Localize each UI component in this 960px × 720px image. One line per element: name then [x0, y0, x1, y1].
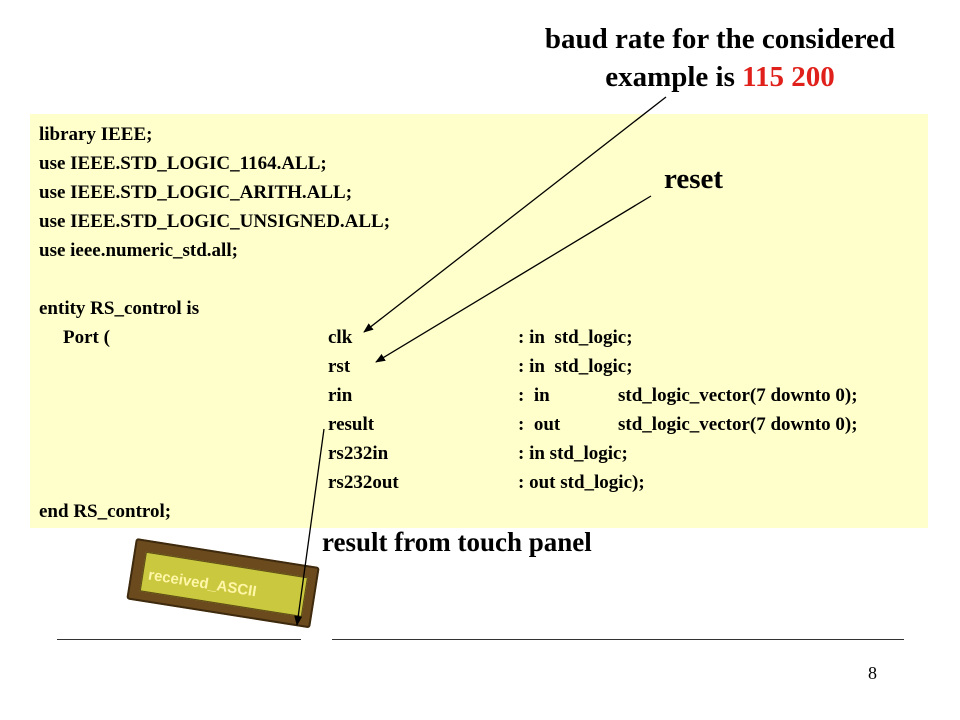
- baud-rate-arrow: [363, 96, 667, 333]
- port-mode: : in std_logic;: [518, 356, 633, 377]
- baud-rate-value: 115 200: [742, 61, 835, 93]
- reset-label: reset: [664, 163, 724, 195]
- code-line: use IEEE.STD_LOGIC_ARITH.ALL;: [39, 182, 353, 203]
- port-mode: : in std_logic;: [518, 443, 628, 464]
- slide-title: baud rate for the considered example is …: [500, 20, 940, 96]
- page-number: 8: [868, 663, 877, 683]
- title-line-2: example is 115 200: [500, 58, 940, 96]
- port-mode: : out: [518, 414, 561, 435]
- footer-divider-right: [332, 639, 904, 640]
- title-prefix: example is: [605, 61, 743, 93]
- code-block: library IEEE; use IEEE.STD_LOGIC_1164.AL…: [30, 114, 928, 528]
- code-line: entity RS_control is: [39, 298, 200, 319]
- footer-divider-left: [57, 639, 301, 640]
- title-line-1: baud rate for the considered: [544, 23, 896, 55]
- port-type: std_logic_vector(7 downto 0);: [618, 414, 858, 435]
- code-line: end RS_control;: [39, 501, 172, 522]
- touch-panel-arrow: [294, 428, 325, 626]
- port-name: rst: [328, 356, 351, 377]
- port-name: rs232out: [328, 472, 399, 493]
- touch-panel-label: result from touch panel: [322, 527, 592, 557]
- port-mode: : in std_logic;: [518, 327, 633, 348]
- port-name: rin: [328, 385, 353, 406]
- port-open: Port (: [63, 327, 110, 348]
- port-mode: : in: [518, 385, 550, 406]
- code-line: library IEEE;: [39, 124, 153, 145]
- code-line: use IEEE.STD_LOGIC_1164.ALL;: [39, 153, 327, 174]
- port-name: result: [328, 414, 375, 435]
- code-line: use IEEE.STD_LOGIC_UNSIGNED.ALL;: [39, 211, 391, 232]
- port-name: clk: [328, 327, 353, 348]
- reset-arrow: [375, 195, 652, 363]
- code-line: use ieee.numeric_std.all;: [39, 240, 238, 261]
- port-name: rs232in: [328, 443, 389, 464]
- port-type: std_logic_vector(7 downto 0);: [618, 385, 858, 406]
- port-mode: : out std_logic);: [518, 472, 645, 493]
